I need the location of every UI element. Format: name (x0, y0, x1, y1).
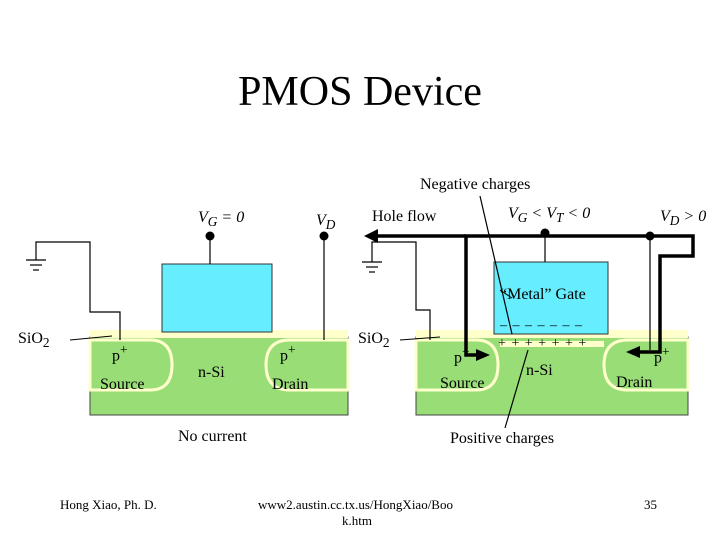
metal-gate-label: “Metal” Gate (500, 286, 586, 303)
left-device (26, 231, 350, 416)
hole-channel (500, 341, 604, 347)
positive-charges-leader (504, 349, 529, 429)
left-gate-voltage: VG = 0 (198, 209, 245, 230)
hole-flow-label: Hole flow (372, 208, 437, 225)
negative-charges-label: Negative charges (420, 176, 531, 193)
left-oxide-label: SiO2 (18, 330, 50, 351)
left-drain-doping: p+ (280, 342, 296, 365)
right-drain-voltage: VD > 0 (660, 208, 707, 229)
left-substrate-label: n-Si (198, 364, 225, 381)
right-drain-label: Drain (616, 374, 653, 391)
left-gate-terminal (205, 231, 215, 241)
left-drain-terminal (319, 231, 329, 241)
right-gate (493, 261, 609, 335)
left-oxide-layer (90, 330, 348, 338)
left-source-label: Source (100, 376, 145, 393)
right-substrate-label: n-Si (526, 362, 553, 379)
hole-flow-path (464, 234, 695, 357)
right-drain-region (602, 338, 690, 392)
left-drain-label: Drain (272, 376, 309, 393)
no-current-label: No current (178, 428, 247, 445)
left-gate (161, 263, 273, 333)
page-number: 35 (644, 497, 657, 512)
positive-charges-label: Positive charges (450, 430, 555, 447)
right-drain-doping: p+ (654, 344, 670, 367)
left-source-doping: p+ (112, 342, 128, 365)
hole-flow-arrow-left (364, 229, 378, 243)
footer-url-line1: www2.austin.cc.tx.us/HongXiao/Boo (258, 497, 453, 512)
hole-flow-arrow-right (476, 349, 490, 361)
right-oxide-label: SiO2 (358, 330, 390, 351)
left-drain-region (264, 338, 350, 392)
left-ground-icon (26, 259, 46, 271)
negative-charge-row: – – – – – – – (500, 318, 583, 333)
footer-author: Hong Xiao, Ph. D. (60, 497, 157, 512)
right-ground-icon (362, 261, 382, 273)
drain-arrow (626, 346, 640, 358)
right-source-label: Source (440, 375, 485, 392)
metal-gate-leader (499, 289, 513, 299)
negative-charges-leader (479, 195, 513, 335)
right-gate-voltage: VG < VT < 0 (508, 205, 591, 226)
footer-url-line2: k.htm (342, 513, 372, 528)
left-drain-voltage: VD (316, 212, 336, 233)
slide-title: PMOS Device (238, 69, 482, 115)
right-source-doping: p+ (454, 344, 470, 367)
right-device (362, 195, 695, 429)
left-source-region (88, 338, 174, 392)
positive-charge-row: + + + + + + + (498, 336, 588, 351)
